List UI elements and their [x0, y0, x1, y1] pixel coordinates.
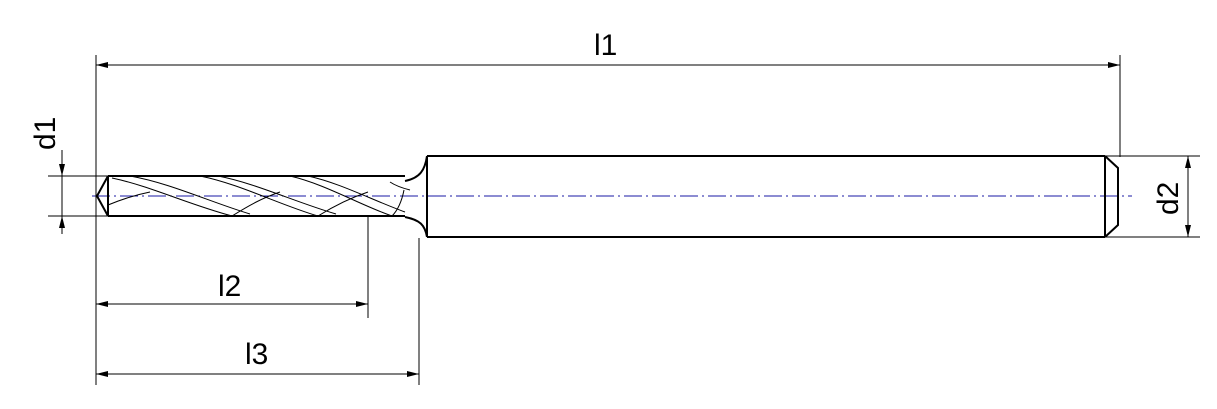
drill-fluted-body	[95, 175, 405, 217]
d2-label: d2	[1152, 182, 1185, 215]
d1-label: d1	[29, 117, 62, 150]
l2-label: l2	[218, 270, 241, 303]
dimension-lines	[59, 62, 1191, 377]
drill-shank	[426, 155, 1119, 238]
l1-label: l1	[594, 29, 617, 62]
extension-lines	[48, 55, 1200, 385]
l3-label: l3	[245, 338, 268, 371]
drill-neck	[404, 155, 428, 238]
drill-flutes	[107, 175, 411, 217]
